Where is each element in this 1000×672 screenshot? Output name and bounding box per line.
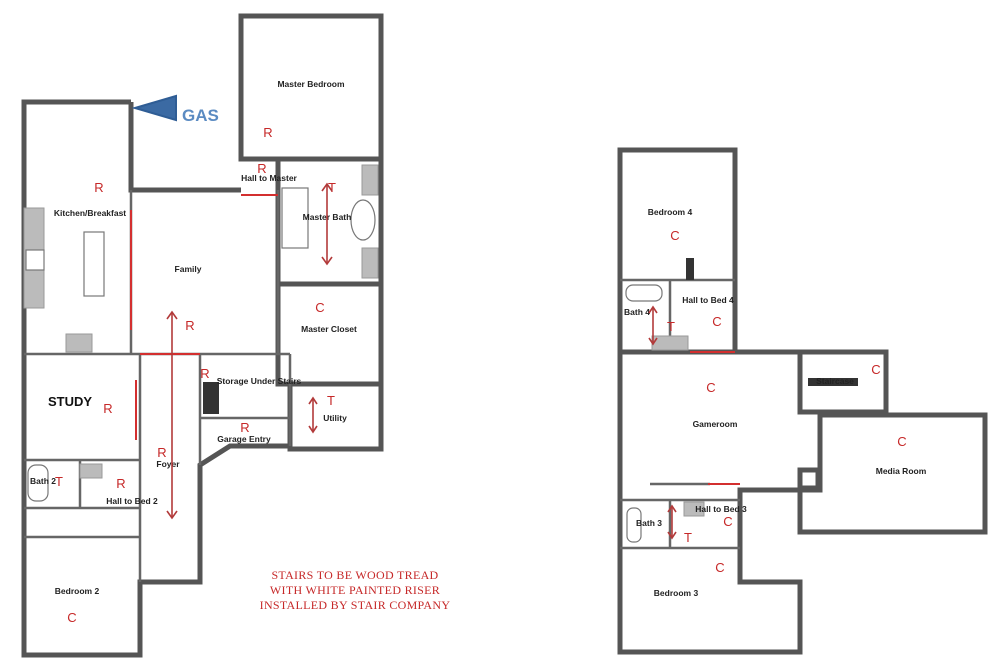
- marker-c: C: [715, 560, 724, 575]
- bathtub-icon: [27, 464, 49, 502]
- marker-c: C: [706, 380, 715, 395]
- vanity-icon: [651, 335, 689, 351]
- marker-t: T: [328, 180, 336, 195]
- room-label-master-closet: Master Closet: [301, 324, 357, 334]
- room-label-foyer: Foyer: [156, 459, 180, 469]
- bathtub-icon: [625, 284, 663, 302]
- arrow-head: [667, 531, 677, 540]
- room-label-family: Family: [175, 264, 202, 274]
- room-label-master-bedroom: Master Bedroom: [277, 79, 345, 89]
- marker-r: R: [185, 318, 194, 333]
- stair-icon: [686, 258, 694, 280]
- marker-t: T: [684, 530, 692, 545]
- second-floor-walls: [617, 147, 988, 655]
- tread-direction-arrows: [166, 182, 677, 540]
- arrow-head: [667, 504, 677, 513]
- marker-r: R: [200, 366, 209, 381]
- room-label-hall-bed4: Hall to Bed 4: [682, 295, 734, 305]
- bedroom4-wall: [617, 147, 738, 352]
- room-label-hall-to-master: Hall to Master: [241, 173, 297, 183]
- kitchen-island: [83, 231, 105, 297]
- room-label-kitchen: Kitchen/Breakfast: [54, 208, 126, 218]
- marker-r: R: [263, 125, 272, 140]
- column-wall: [797, 467, 821, 491]
- marker-t: T: [327, 393, 335, 408]
- bathtub-icon: [350, 199, 376, 241]
- room-label-hall-bed2: Hall to Bed 2: [106, 496, 158, 506]
- gas-arrow-icon: [131, 94, 177, 122]
- sink-icon: [79, 463, 103, 479]
- arrow-head: [308, 396, 318, 405]
- marker-r: R: [257, 161, 266, 176]
- kitchen-cabinet: [65, 333, 93, 353]
- room-label-gameroom: Gameroom: [693, 419, 738, 429]
- arrow-head: [308, 425, 318, 434]
- marker-c: C: [897, 434, 906, 449]
- sink-icon: [683, 501, 705, 517]
- staircase-wall: [620, 349, 889, 415]
- marker-c: C: [315, 300, 324, 315]
- bathtub-icon: [626, 507, 642, 543]
- marker-t: T: [667, 319, 675, 334]
- marker-r: R: [240, 420, 249, 435]
- marker-c: C: [670, 228, 679, 243]
- stove-icon: [25, 249, 45, 271]
- room-label-garage-entry: Garage Entry: [217, 434, 271, 444]
- marker-c: C: [723, 514, 732, 529]
- marker-c: C: [871, 362, 880, 377]
- second-floor-fixtures: [625, 258, 858, 543]
- room-label-study: STUDY: [48, 394, 92, 409]
- first-floor-fixtures: [23, 164, 379, 502]
- room-label-bedroom3: Bedroom 3: [654, 588, 699, 598]
- stair-note: STAIRS TO BE WOOD TREAD WITH WHITE PAINT…: [260, 568, 451, 612]
- arrow-head: [321, 256, 333, 266]
- note-line-1: STAIRS TO BE WOOD TREAD: [271, 568, 438, 582]
- marker-c: C: [67, 610, 76, 625]
- room-label-bedroom2: Bedroom 2: [55, 586, 100, 596]
- room-label-bedroom4: Bedroom 4: [648, 207, 693, 217]
- marker-c: C: [712, 314, 721, 329]
- vanity-icon: [361, 164, 379, 196]
- room-label-bath3: Bath 3: [636, 518, 662, 528]
- stair-icon: [808, 378, 858, 386]
- room-labels: Master Bedroom Hall to Master Kitchen/Br…: [30, 79, 927, 598]
- note-line-2: WITH WHITE PAINTED RISER: [270, 583, 440, 597]
- room-label-storage: Storage Under Stairs: [217, 376, 302, 386]
- flooring-markers: R R R T C R R R T R R T R C C T C C C C …: [55, 125, 907, 625]
- shower-icon: [281, 187, 309, 249]
- marker-r: R: [157, 445, 166, 460]
- stair-icon: [203, 382, 219, 414]
- arrow-head: [166, 510, 178, 520]
- room-label-media-room: Media Room: [876, 466, 927, 476]
- master-closet-wall: [275, 281, 384, 387]
- room-label-bath4: Bath 4: [624, 307, 650, 317]
- room-label-utility: Utility: [323, 413, 347, 423]
- vanity-icon: [361, 247, 379, 279]
- marker-t: T: [55, 474, 63, 489]
- note-line-3: INSTALLED BY STAIR COMPANY: [260, 598, 451, 612]
- marker-r: R: [94, 180, 103, 195]
- arrow-head: [648, 337, 658, 346]
- room-label-bath2: Bath 2: [30, 476, 56, 486]
- arrow-head: [321, 182, 333, 192]
- marker-r: R: [103, 401, 112, 416]
- marker-r: R: [116, 476, 125, 491]
- arrow-head: [166, 310, 178, 320]
- arrow-head: [648, 305, 658, 314]
- room-label-hall-bed3: Hall to Bed 3: [695, 504, 747, 514]
- room-label-staircase: Staircase: [816, 376, 854, 386]
- gas-label: GAS: [182, 106, 219, 125]
